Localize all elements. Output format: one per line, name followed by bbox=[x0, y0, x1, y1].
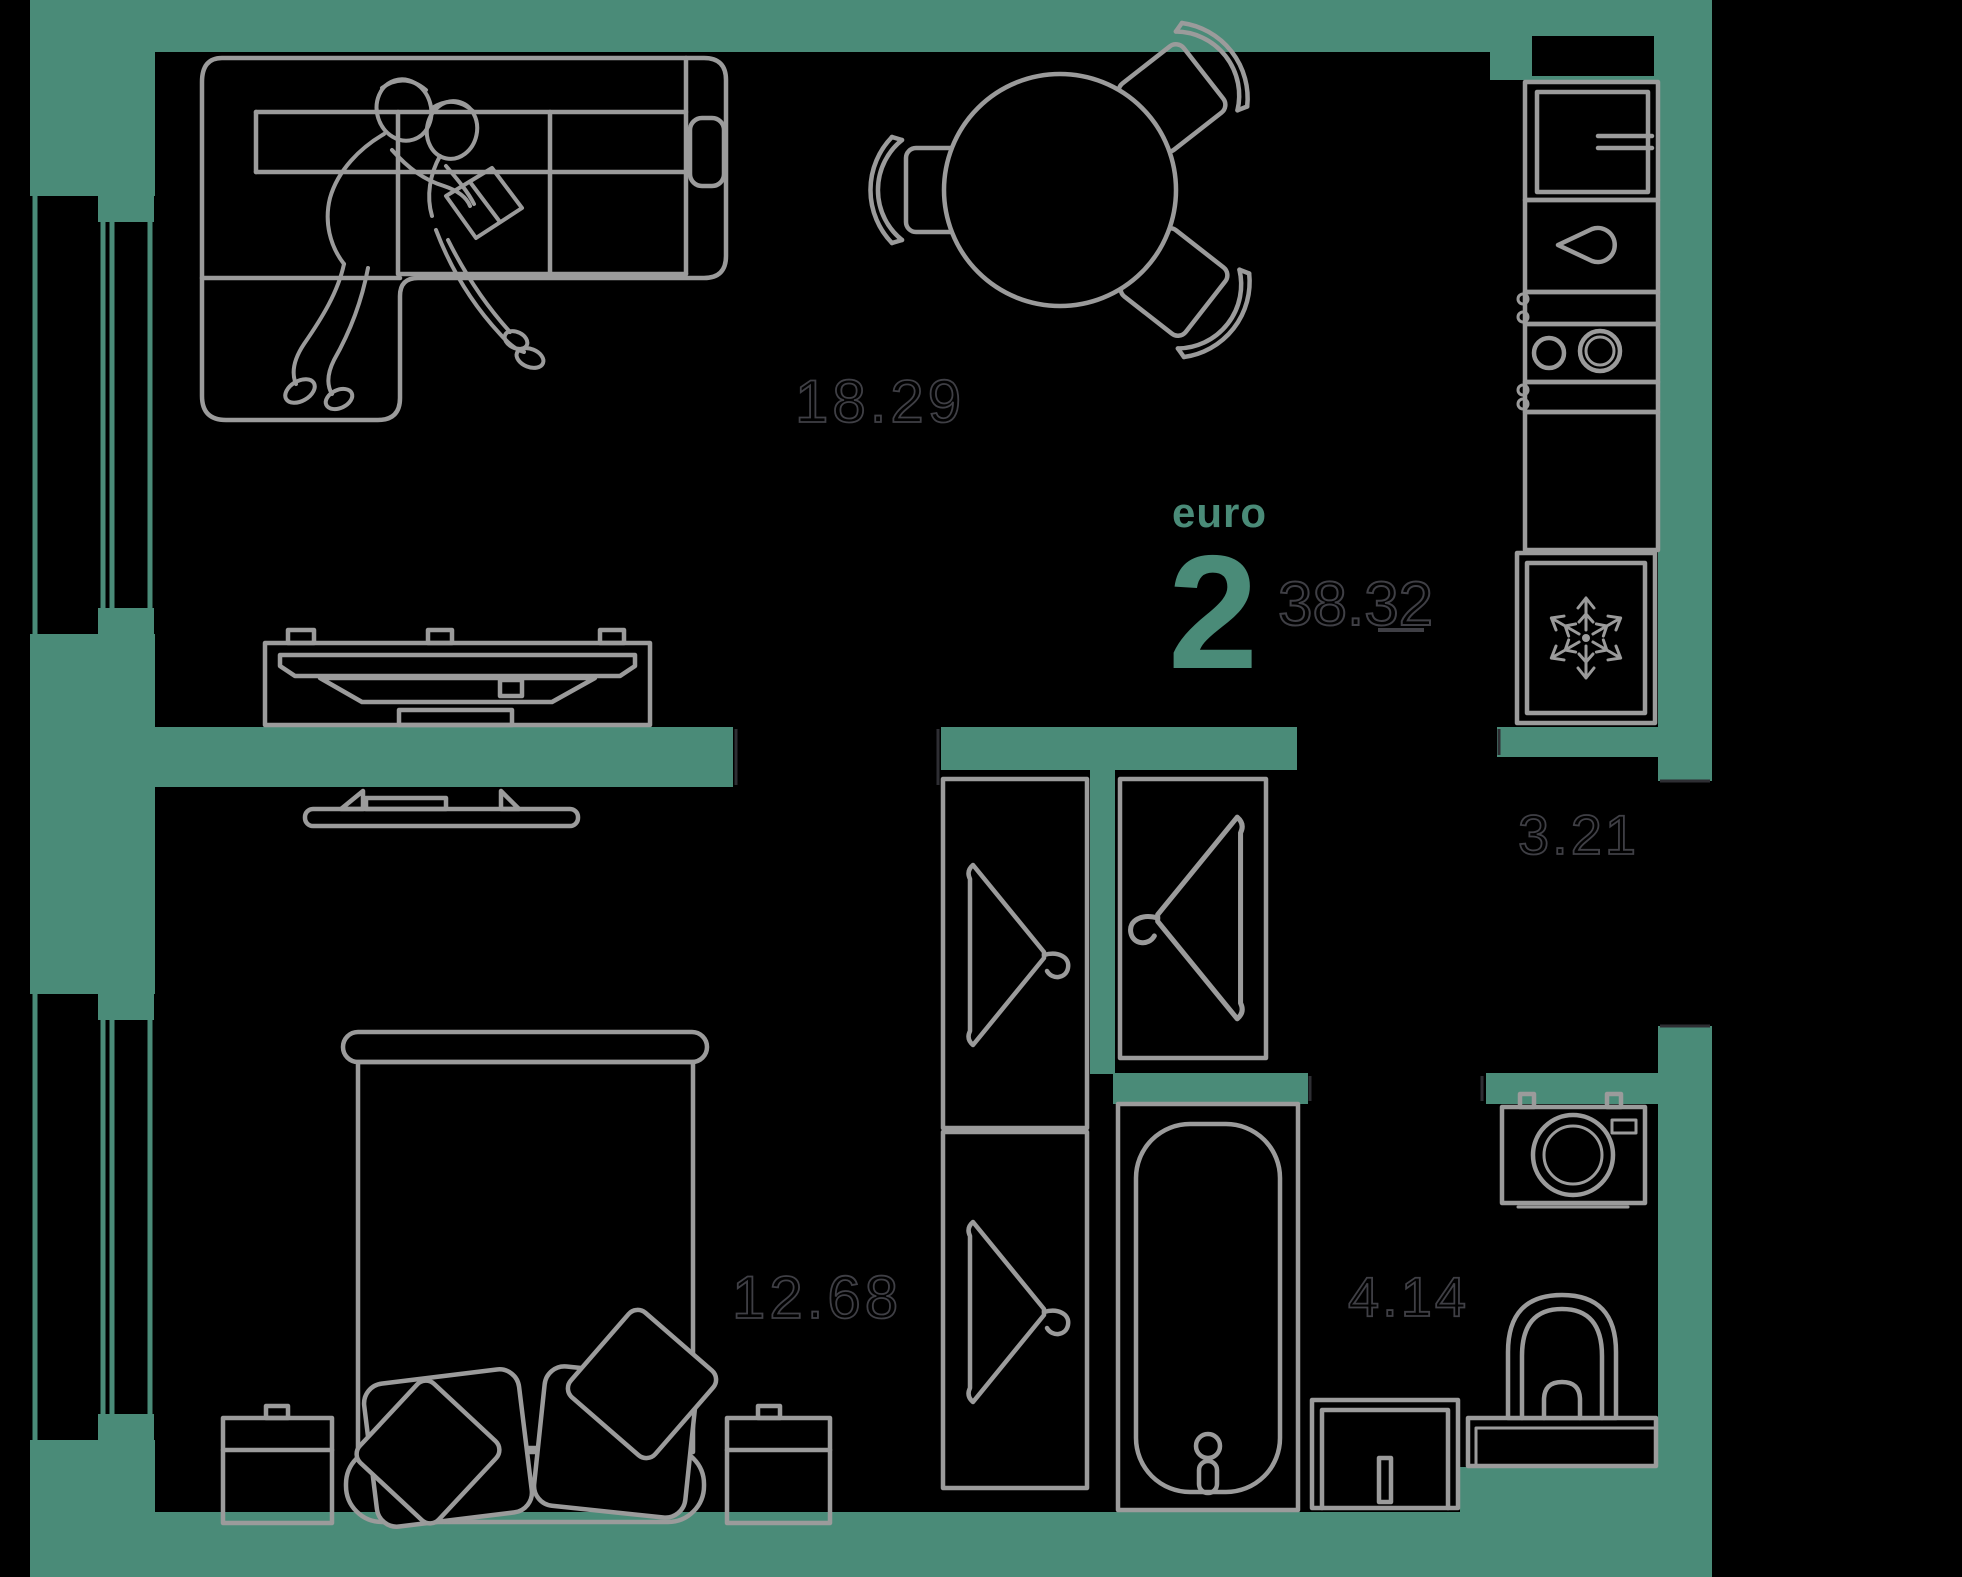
closet-hallway bbox=[1117, 776, 1269, 1061]
area-label-bedroom: 12.68 bbox=[732, 1264, 902, 1331]
unit-type-label: euro bbox=[1172, 489, 1267, 536]
dining-table bbox=[870, 10, 1266, 371]
walls bbox=[30, 0, 1712, 1577]
pillow bbox=[354, 1378, 502, 1526]
snowflake-icon bbox=[1545, 596, 1627, 680]
unit-rooms-count: 2 bbox=[1168, 522, 1258, 703]
tv-console bbox=[262, 627, 653, 728]
kitchen-counter bbox=[1516, 79, 1661, 553]
washing-machine bbox=[1499, 1091, 1648, 1209]
pillow bbox=[565, 1307, 719, 1461]
toilet bbox=[1465, 1292, 1659, 1469]
nightstand-right bbox=[724, 1403, 833, 1526]
tv-screen bbox=[302, 788, 581, 829]
sink-vanity bbox=[1309, 1397, 1461, 1511]
bed bbox=[340, 1029, 719, 1529]
area-label-bathroom: 4.14 bbox=[1348, 1265, 1469, 1328]
window-bedroom bbox=[32, 994, 153, 1440]
window-living bbox=[32, 196, 153, 634]
person-icon-couple-reading bbox=[283, 77, 546, 412]
bathtub bbox=[1115, 1101, 1301, 1513]
area-label-living-kitchen: 18.29 bbox=[795, 368, 965, 435]
fridge bbox=[1514, 550, 1658, 726]
door-openings bbox=[734, 729, 1710, 1101]
nightstand-left bbox=[220, 1403, 335, 1526]
wardrobe-bedroom-upper bbox=[940, 776, 1090, 1131]
wardrobe-bedroom-lower bbox=[940, 1129, 1090, 1491]
total-area-underline bbox=[1378, 628, 1424, 632]
area-label-hallway: 3.21 bbox=[1518, 803, 1639, 866]
unit-title: euro 2 38.32 bbox=[1168, 489, 1434, 703]
vent-shaft bbox=[1532, 36, 1654, 76]
